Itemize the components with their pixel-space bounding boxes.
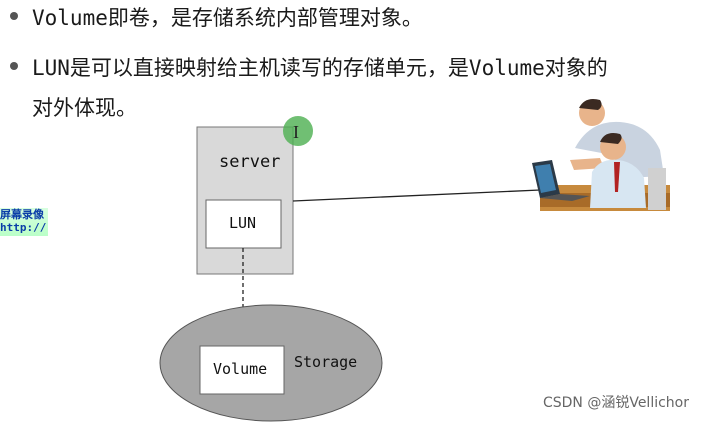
- bullet-dot-icon: [10, 12, 18, 20]
- host-connection-line: [292, 189, 541, 202]
- bullet-item-lun: LUN是可以直接映射给主机读写的存储单元，是Volume对象的: [10, 52, 608, 82]
- lun-label: LUN: [229, 214, 256, 232]
- credit-watermark: CSDN @涵锐Vellichor: [542, 395, 689, 411]
- bullet-text: LUN是可以直接映射给主机读写的存储单元，是Volume对象的: [32, 56, 608, 80]
- watermark-line: 屏幕录像: [0, 208, 44, 221]
- text-cursor-icon: I: [293, 122, 299, 142]
- server-label: server: [219, 152, 280, 172]
- bullet-continuation: 对外体现。: [32, 96, 137, 120]
- bullet-dot-icon: [10, 62, 18, 70]
- storage-label: Storage: [294, 353, 357, 371]
- bullet-text: Volume即卷，是存储系统内部管理对象。: [32, 6, 423, 30]
- volume-box: [199, 345, 285, 395]
- volume-label: Volume: [213, 360, 267, 378]
- cursor-highlight-icon: [283, 116, 313, 146]
- recorder-watermark: 屏幕录像 http://: [0, 208, 48, 236]
- host-users-illustration: [532, 99, 670, 211]
- bullet-item-volume: Volume即卷，是存储系统内部管理对象。: [10, 2, 423, 32]
- watermark-line: http://: [0, 221, 47, 234]
